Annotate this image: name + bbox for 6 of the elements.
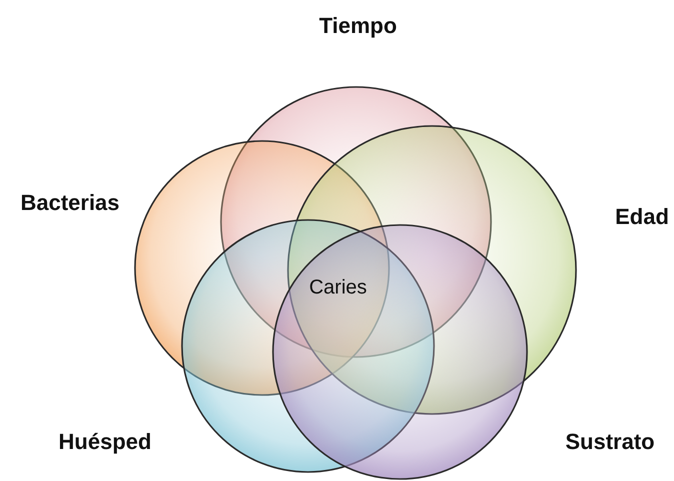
- circle-label: Sustrato: [565, 429, 655, 455]
- circle-label: Huésped: [58, 429, 152, 455]
- circle-label: Bacterias: [20, 190, 120, 216]
- circle-label: Tiempo: [319, 13, 397, 39]
- center-label: Caries: [309, 276, 367, 300]
- circle-label: Edad: [615, 204, 669, 230]
